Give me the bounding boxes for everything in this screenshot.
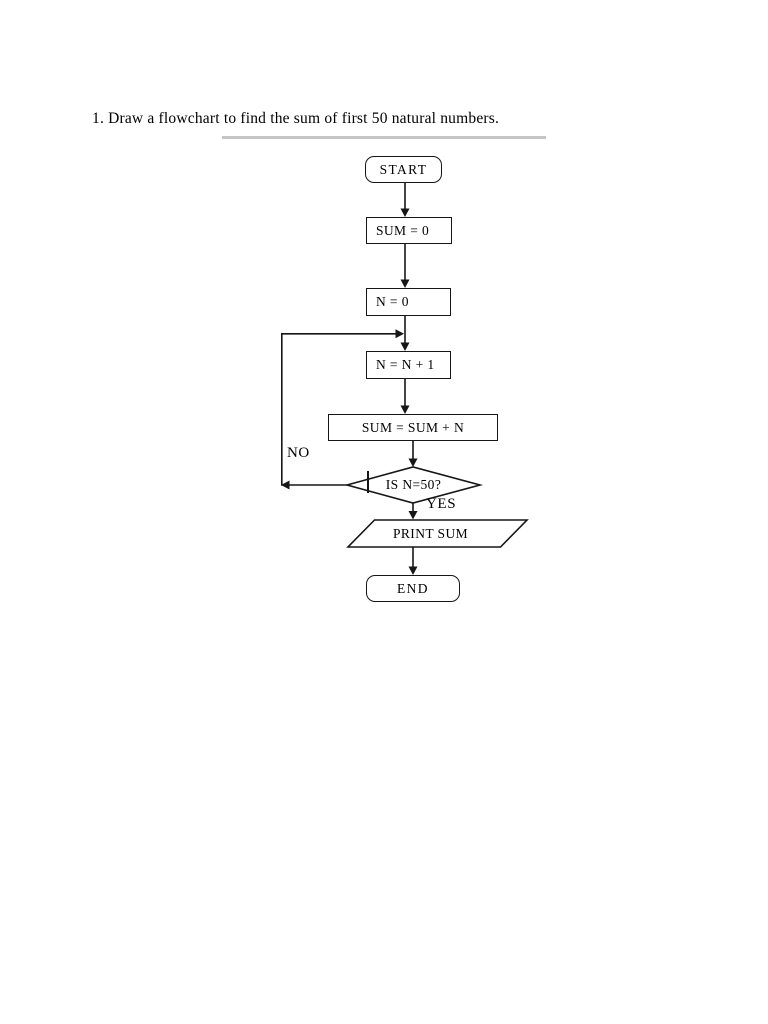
node-n-increment: N = N + 1 <box>366 351 451 379</box>
node-n-increment-label: N = N + 1 <box>376 357 435 372</box>
node-end: END <box>366 575 460 602</box>
node-sum-init: SUM = 0 <box>366 217 452 244</box>
node-print-label: PRINT SUM <box>393 525 468 541</box>
arrowhead-n0-to-increment <box>400 342 410 351</box>
yes-branch-label: YES <box>426 496 457 512</box>
node-sum-accumulate-label: SUM = SUM + N <box>361 419 465 435</box>
arrowhead-loop-return-right <box>395 329 404 339</box>
arrowhead-increment-to-accumulate <box>400 405 410 414</box>
decision-diamond-shape <box>343 466 484 504</box>
arrowhead-no-branch-left <box>281 480 290 490</box>
node-start: START <box>365 156 442 183</box>
arrowhead-start-to-sum0 <box>400 208 410 217</box>
node-n-init-label: N = 0 <box>376 294 409 309</box>
no-branch-label: NO <box>287 445 310 461</box>
node-start-label: START <box>379 161 428 177</box>
node-decision: IS N=50? <box>347 467 480 503</box>
arrowhead-accumulate-to-decision <box>408 458 418 467</box>
print-parallelogram-shape <box>346 519 529 548</box>
arrowhead-decision-to-print <box>408 511 418 520</box>
question-title: 1. Draw a flowchart to find the sum of f… <box>92 110 500 127</box>
node-sum-accumulate: SUM = SUM + N <box>328 414 498 441</box>
arrowhead-sum0-to-n0 <box>400 279 410 288</box>
divider-line <box>222 136 546 139</box>
node-print: PRINT SUM <box>358 520 503 547</box>
node-end-label: END <box>397 580 429 596</box>
node-decision-label: IS N=50? <box>385 477 442 492</box>
node-n-init: N = 0 <box>366 288 451 316</box>
arrowhead-print-to-end <box>408 566 418 575</box>
node-sum-init-label: SUM = 0 <box>376 222 430 238</box>
